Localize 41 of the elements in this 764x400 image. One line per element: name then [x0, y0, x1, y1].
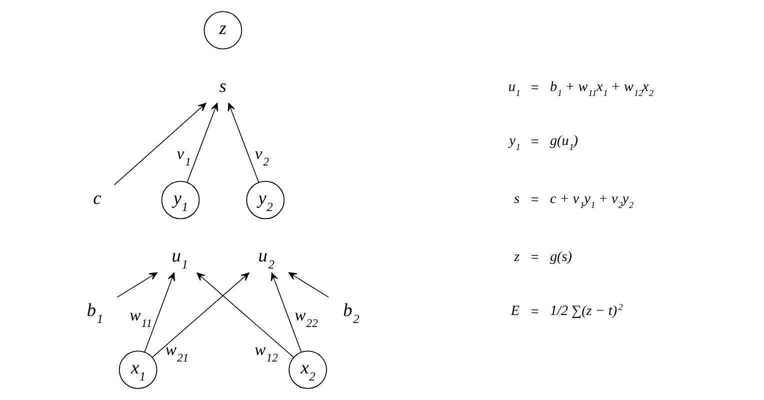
- label: u$_{1}$: [508, 79, 520, 98]
- arrow: [151, 272, 249, 358]
- node-circle: z: [203, 11, 242, 50]
- arrow: [196, 272, 294, 358]
- node-text: u$_{2}$: [258, 246, 274, 272]
- node-text: b$_{1}$: [86, 300, 103, 326]
- label: y$_{1}$: [508, 133, 520, 152]
- label: s: [514, 190, 520, 207]
- arrow: [144, 272, 174, 352]
- arrow: [270, 272, 302, 352]
- node-circle: y$_{1}$: [160, 180, 200, 220]
- edge-label: w$_{12}$: [254, 340, 278, 365]
- arrow: [288, 272, 328, 298]
- label: =: [530, 192, 538, 208]
- edge-label: w$_{11}$: [129, 306, 152, 330]
- label: z: [514, 248, 520, 265]
- label: g(s): [549, 248, 572, 265]
- node-text: b$_{2}$: [342, 300, 359, 326]
- node-circle: x$_{1}$: [118, 350, 157, 389]
- label: =: [530, 134, 538, 150]
- edge-label: w$_{21}$: [164, 340, 188, 365]
- node-text: u$_{1}$: [171, 246, 188, 272]
- node-text: s: [218, 76, 226, 96]
- node-circle: y$_{2}$: [246, 180, 284, 220]
- label: 1/2 ∑(z − t)$^{2}$: [549, 302, 622, 319]
- label: c + v$_{1}$y$_{1}$ + v$_{2}$y$_{2}$: [549, 190, 634, 210]
- label: =: [530, 304, 538, 320]
- node-circle: x$_{2}$: [288, 350, 326, 389]
- label: g(u$_{1}$): [549, 133, 578, 152]
- arrow: [116, 272, 157, 298]
- label: =: [530, 80, 538, 96]
- arrow: [186, 102, 218, 183]
- arrow: [113, 102, 206, 186]
- arrow: [227, 102, 259, 183]
- label: E: [510, 302, 519, 319]
- label: =: [530, 250, 538, 266]
- edge-label: w$_{22}$: [294, 306, 318, 330]
- edge-label: v$_{1}$: [176, 144, 190, 169]
- edge-label: v$_{2}$: [254, 144, 269, 169]
- label: b$_{1}$ + w$_{11}$x$_{1}$ + w$_{12}$x$_{2}$: [549, 79, 654, 98]
- node-text: c: [92, 188, 101, 208]
